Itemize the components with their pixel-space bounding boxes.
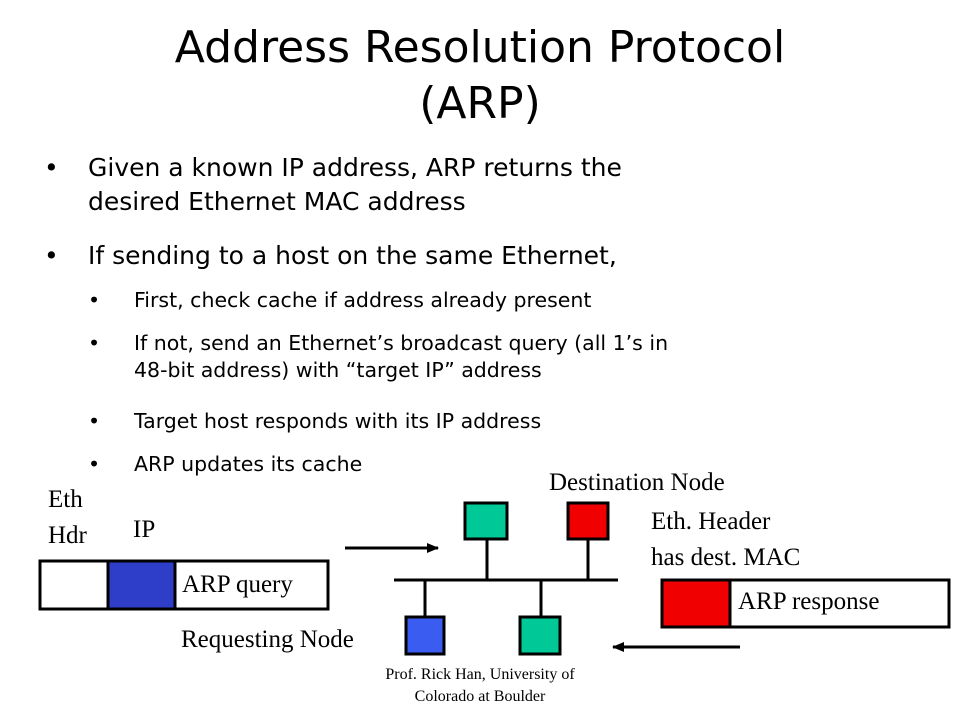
requesting-node-label: Requesting Node <box>181 626 354 653</box>
sub-bullet-glyph: • <box>88 331 101 355</box>
slide-title-line-1: Address Resolution Protocol <box>174 22 786 73</box>
slide-title-line-2: (ARP) <box>419 78 541 129</box>
sub-bullet-text: First, check cache if address already pr… <box>134 288 592 312</box>
slide-footer: Prof. Rick Han, University of Colorado a… <box>360 664 600 708</box>
bullet-glyph: • <box>44 241 59 270</box>
requesting-node <box>404 615 446 656</box>
arp-query-label: ARP query <box>182 571 293 598</box>
footer-line-1: Prof. Rick Han, University of <box>385 666 575 683</box>
host-node-bottom-right <box>518 615 562 656</box>
eth-hdr-label-line-1: Eth <box>48 486 83 513</box>
ip-field <box>106 559 177 611</box>
bullet-list: • Given a known IP address, ARP returns … <box>44 153 669 476</box>
eth-header-note-line-2: has dest. MAC <box>651 544 801 571</box>
slide-title: Address Resolution Protocol (ARP) <box>0 20 960 132</box>
arp-query-packet-outline <box>38 559 330 611</box>
sub-bullet-glyph: • <box>88 452 101 476</box>
arp-response-packet <box>660 578 951 629</box>
sub-bullet-glyph: • <box>88 288 101 312</box>
bullet-text: If sending to a host on the same Etherne… <box>88 241 617 270</box>
sub-bullet-glyph: • <box>88 409 101 433</box>
host-node-top-left <box>463 501 509 541</box>
arp-response-label: ARP response <box>738 588 880 615</box>
sub-bullet-text: 48-bit address) with “target IP” address <box>134 358 542 382</box>
response-header-field <box>660 578 732 629</box>
bullet-glyph: • <box>44 153 59 182</box>
destination-node <box>566 501 610 541</box>
destination-node-label: Destination Node <box>549 469 725 496</box>
arp-query-packet <box>38 559 330 611</box>
sub-bullet-text: ARP updates its cache <box>134 452 363 476</box>
sub-bullet-text: Target host responds with its IP address <box>134 409 542 433</box>
bullet-text: desired Ethernet MAC address <box>88 187 466 216</box>
eth-hdr-label-line-2: Hdr <box>48 522 87 549</box>
ip-label: IP <box>133 516 156 543</box>
sub-bullet-text: If not, send an Ethernet’s broadcast que… <box>134 331 669 355</box>
bullet-text: Given a known IP address, ARP returns th… <box>88 153 622 182</box>
eth-header-note-line-1: Eth. Header <box>651 508 771 535</box>
footer-line-2: Colorado at Boulder <box>414 688 546 705</box>
